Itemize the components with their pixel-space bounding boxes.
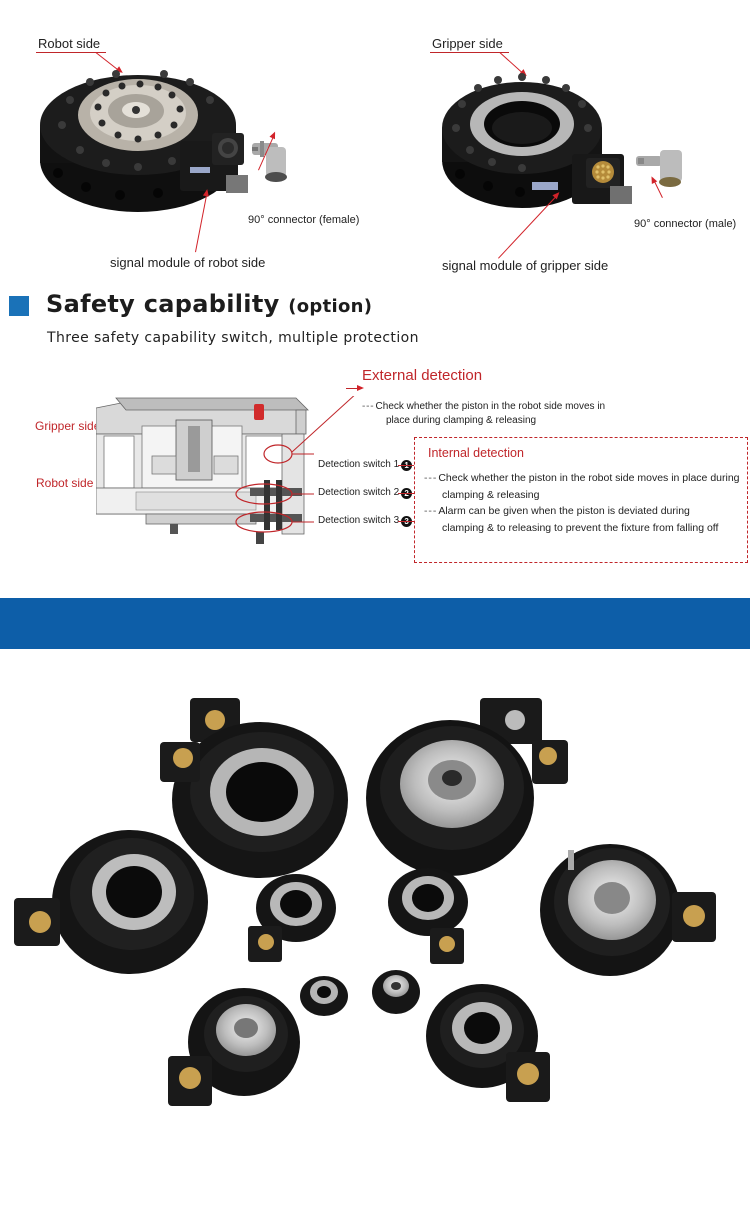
signal-module-gripper-label: signal module of gripper side bbox=[442, 258, 609, 273]
robot-side-label: Robot side bbox=[36, 36, 107, 53]
gripper-side-label: Gripper side bbox=[430, 36, 509, 53]
external-note: - - -Check whether the piston in the rob… bbox=[362, 401, 606, 426]
internal-note2-line1: Alarm can be given when the piston is de… bbox=[438, 505, 690, 517]
safety-subtitle: Three safety capability switch, multiple… bbox=[47, 330, 419, 346]
diagram-robot-side-label: Robot side bbox=[36, 476, 94, 490]
switch3-to-box-connector bbox=[398, 521, 414, 522]
connector-female-label: 90° connector (female) bbox=[248, 214, 360, 226]
switch1-to-box-connector bbox=[398, 465, 414, 466]
safety-section-title: Safety capability (option) bbox=[46, 290, 372, 318]
internal-detection-label: Internal detection bbox=[428, 446, 524, 460]
internal-detection-box bbox=[414, 437, 748, 563]
internal-note1-line2: clamping & releasing bbox=[442, 489, 540, 501]
internal-note1-line1: Check whether the piston in the robot si… bbox=[438, 472, 740, 484]
diagram-gripper-side-label: Gripper side bbox=[35, 419, 101, 433]
safety-title-text: Safety capability bbox=[46, 290, 280, 318]
switch1-text: Detection switch 1 bbox=[318, 459, 400, 470]
switch2-text: Detection switch 2 bbox=[318, 487, 400, 498]
safety-title-option: (option) bbox=[288, 296, 373, 317]
switch3-text: Detection switch 3 bbox=[318, 515, 400, 526]
gripper-side-tool-changer-image bbox=[442, 73, 682, 208]
external-detection-label: External detection bbox=[362, 367, 483, 384]
internal-note-1: - - -Check whether the piston in the rob… bbox=[424, 472, 740, 501]
external-detection-underline bbox=[346, 385, 364, 391]
internal-note-2: - - -Alarm can be given when the piston … bbox=[424, 505, 719, 534]
connector-male-label: 90° connector (male) bbox=[634, 218, 737, 230]
signal-module-robot-label: signal module of robot side bbox=[110, 255, 266, 270]
cross-section-diagram bbox=[96, 396, 355, 544]
product-family-photo bbox=[14, 698, 716, 1106]
external-note-line2: place during clamping & releasing bbox=[386, 415, 537, 426]
internal-note2-line2: clamping & to releasing to prevent the f… bbox=[442, 522, 719, 534]
switch2-to-box-connector bbox=[398, 493, 414, 494]
section-marker-square bbox=[9, 296, 29, 316]
blue-divider-band bbox=[0, 598, 750, 649]
external-note-line1: Check whether the piston in the robot si… bbox=[375, 401, 606, 412]
robot-side-tool-changer-image bbox=[40, 70, 287, 212]
